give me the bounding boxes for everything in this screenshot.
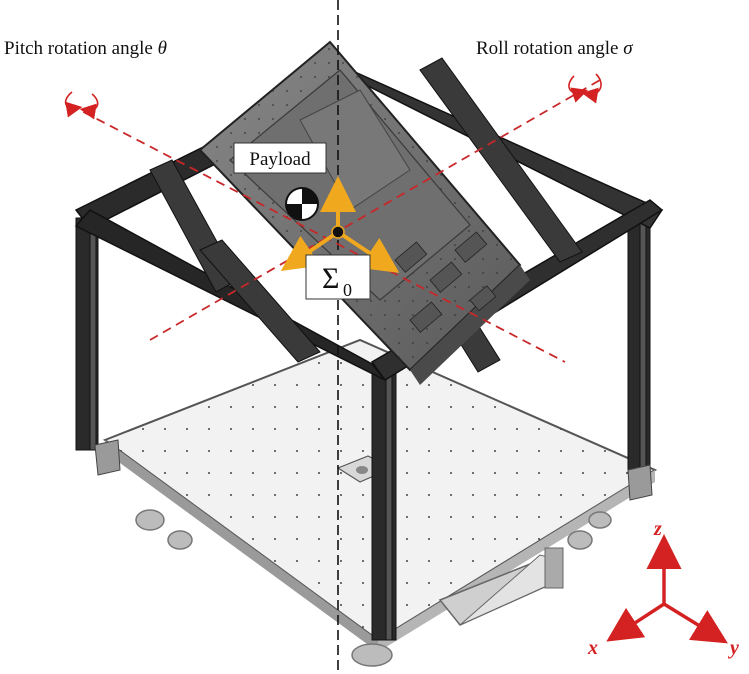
frame-subscript: 0 bbox=[343, 280, 352, 300]
roll-rotation-arrows bbox=[568, 73, 602, 104]
payload-platform bbox=[198, 40, 530, 385]
pitch-label: Pitch rotation angle θ bbox=[4, 38, 167, 59]
frame-label-box: Σ 0 bbox=[305, 254, 371, 300]
center-of-mass-icon bbox=[285, 187, 319, 221]
pitch-rotation-arrows bbox=[64, 91, 99, 120]
under-box bbox=[438, 547, 564, 626]
world-axes bbox=[606, 534, 728, 644]
roll-label: Roll rotation angle σ bbox=[476, 38, 633, 59]
payload-label-box: Payload bbox=[233, 142, 327, 174]
corner-brackets bbox=[94, 439, 653, 501]
frame-symbol: Σ bbox=[322, 262, 339, 295]
pitch-axis-line bbox=[69, 104, 566, 363]
rotation-axes bbox=[69, 79, 601, 363]
caster-wheels bbox=[135, 509, 612, 667]
z-axis-label: z bbox=[653, 518, 662, 540]
x-axis-label: x bbox=[587, 637, 598, 659]
frame-origin-dot bbox=[331, 225, 345, 239]
y-axis-label: y bbox=[728, 637, 739, 659]
roll-axis-line bbox=[149, 79, 601, 341]
payload-label: Payload bbox=[249, 149, 311, 170]
